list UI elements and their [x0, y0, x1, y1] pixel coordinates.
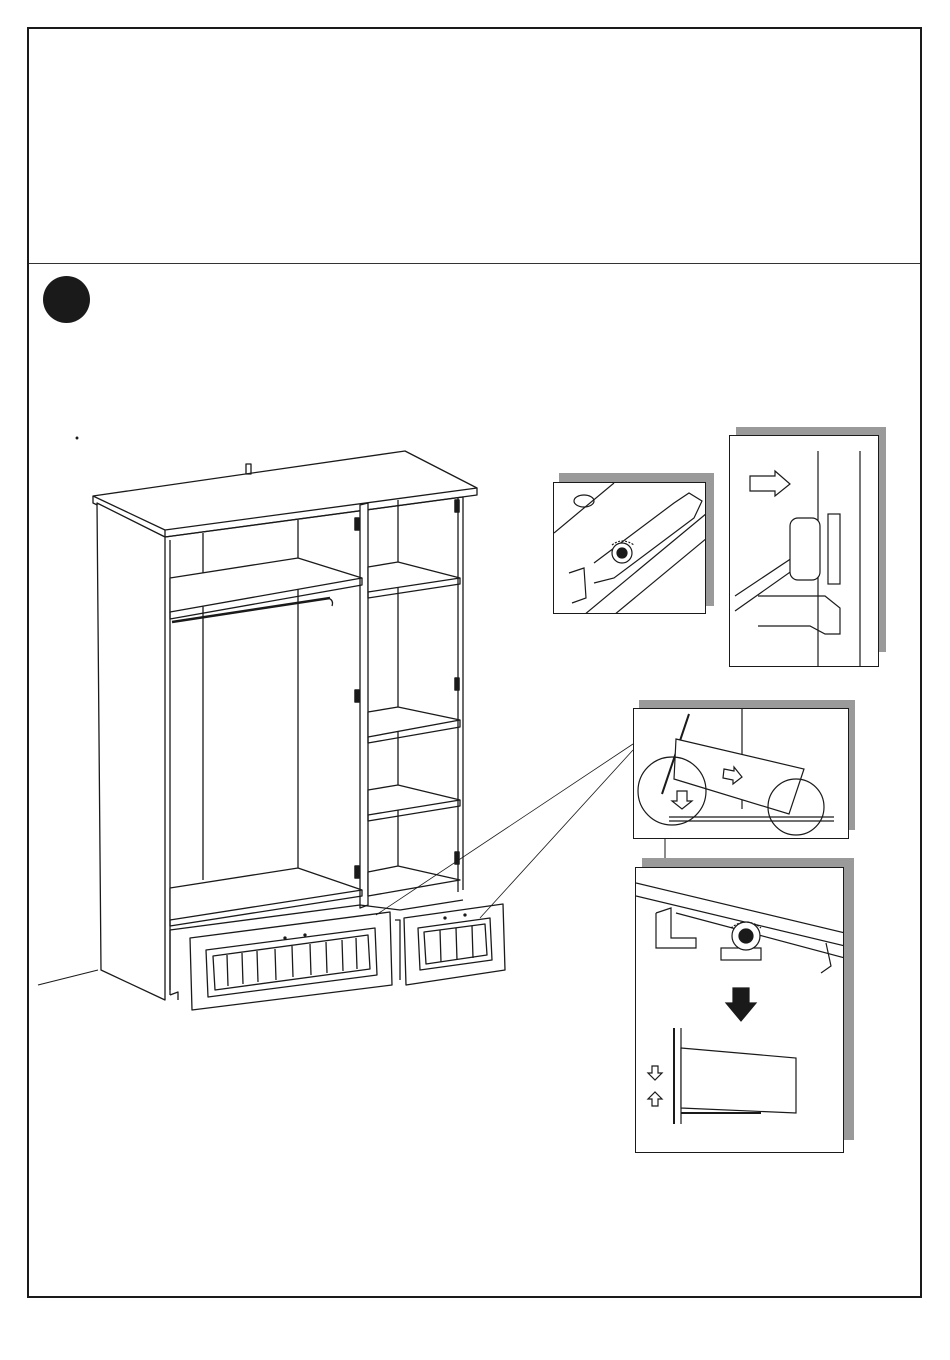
drawer-tilt-insert-detail — [633, 708, 849, 839]
drawer-runner-screw-detail — [553, 482, 706, 614]
runner-clip-push-detail — [729, 435, 879, 667]
runner-lock-detail — [635, 867, 844, 1153]
